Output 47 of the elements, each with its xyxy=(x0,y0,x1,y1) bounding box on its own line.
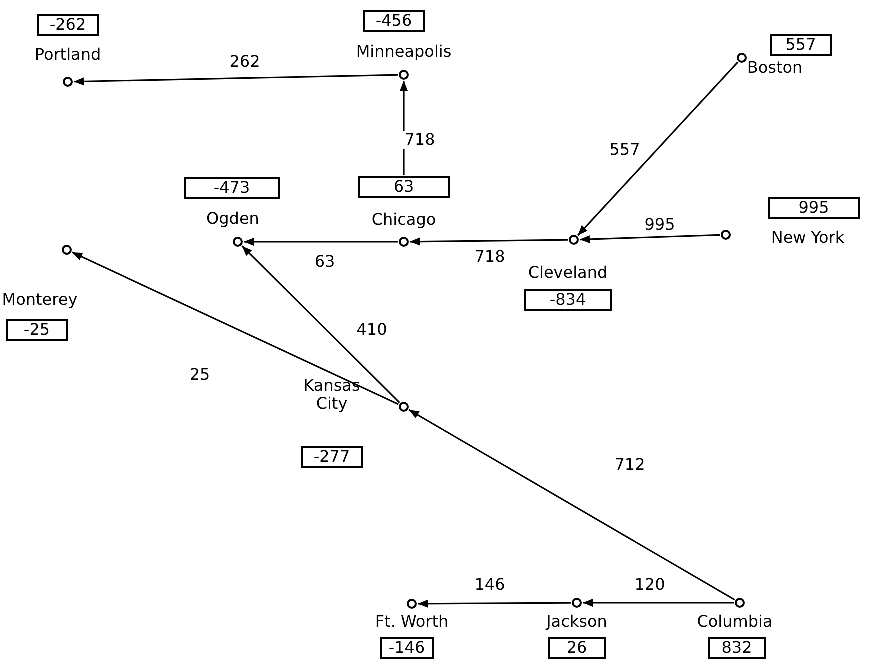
city-point xyxy=(399,237,409,247)
city-point xyxy=(233,237,243,247)
city-point xyxy=(399,70,409,80)
value-box: -262 xyxy=(37,14,99,36)
city-point xyxy=(399,402,409,412)
value-box: -456 xyxy=(363,10,425,32)
value-box: -834 xyxy=(524,289,612,311)
city-name: New York xyxy=(771,229,845,247)
arrow xyxy=(244,238,398,246)
value-box: 63 xyxy=(358,176,450,198)
arrow xyxy=(408,409,736,601)
value-box: -146 xyxy=(380,637,434,659)
arrow xyxy=(72,252,399,406)
city-name: Ft. Worth xyxy=(375,613,449,631)
arrow xyxy=(583,599,734,607)
city-point xyxy=(721,230,731,240)
city-point xyxy=(63,77,73,87)
arrow xyxy=(418,600,571,608)
city-name: Kansas City xyxy=(302,377,362,413)
city-name: Portland xyxy=(34,46,102,64)
value-box: -473 xyxy=(184,177,280,199)
city-point xyxy=(62,245,72,255)
city-name: Monterey xyxy=(2,291,78,309)
arrow xyxy=(580,234,720,244)
city-name: Columbia xyxy=(697,613,773,631)
city-point xyxy=(735,598,745,608)
city-point xyxy=(407,599,417,609)
arrow xyxy=(577,62,739,236)
value-box: 832 xyxy=(708,637,766,659)
city-name: Boston xyxy=(747,59,803,77)
value-box: -277 xyxy=(301,446,363,468)
city-name: Cleveland xyxy=(528,264,608,282)
city-name: Minneapolis xyxy=(356,43,452,61)
city-point xyxy=(572,598,582,608)
value-box: 995 xyxy=(768,197,860,219)
arrow xyxy=(242,246,400,404)
arrow xyxy=(74,74,398,86)
value-box: -25 xyxy=(6,319,68,341)
city-name: Chicago xyxy=(372,211,436,229)
value-box: 26 xyxy=(548,637,606,659)
arrow xyxy=(410,238,568,246)
city-point xyxy=(737,53,747,63)
value-box: 557 xyxy=(770,34,832,56)
city-point xyxy=(569,235,579,245)
city-name: Jackson xyxy=(546,613,608,631)
city-name: Ogden xyxy=(206,210,260,228)
edge-label: 718 xyxy=(402,131,438,149)
